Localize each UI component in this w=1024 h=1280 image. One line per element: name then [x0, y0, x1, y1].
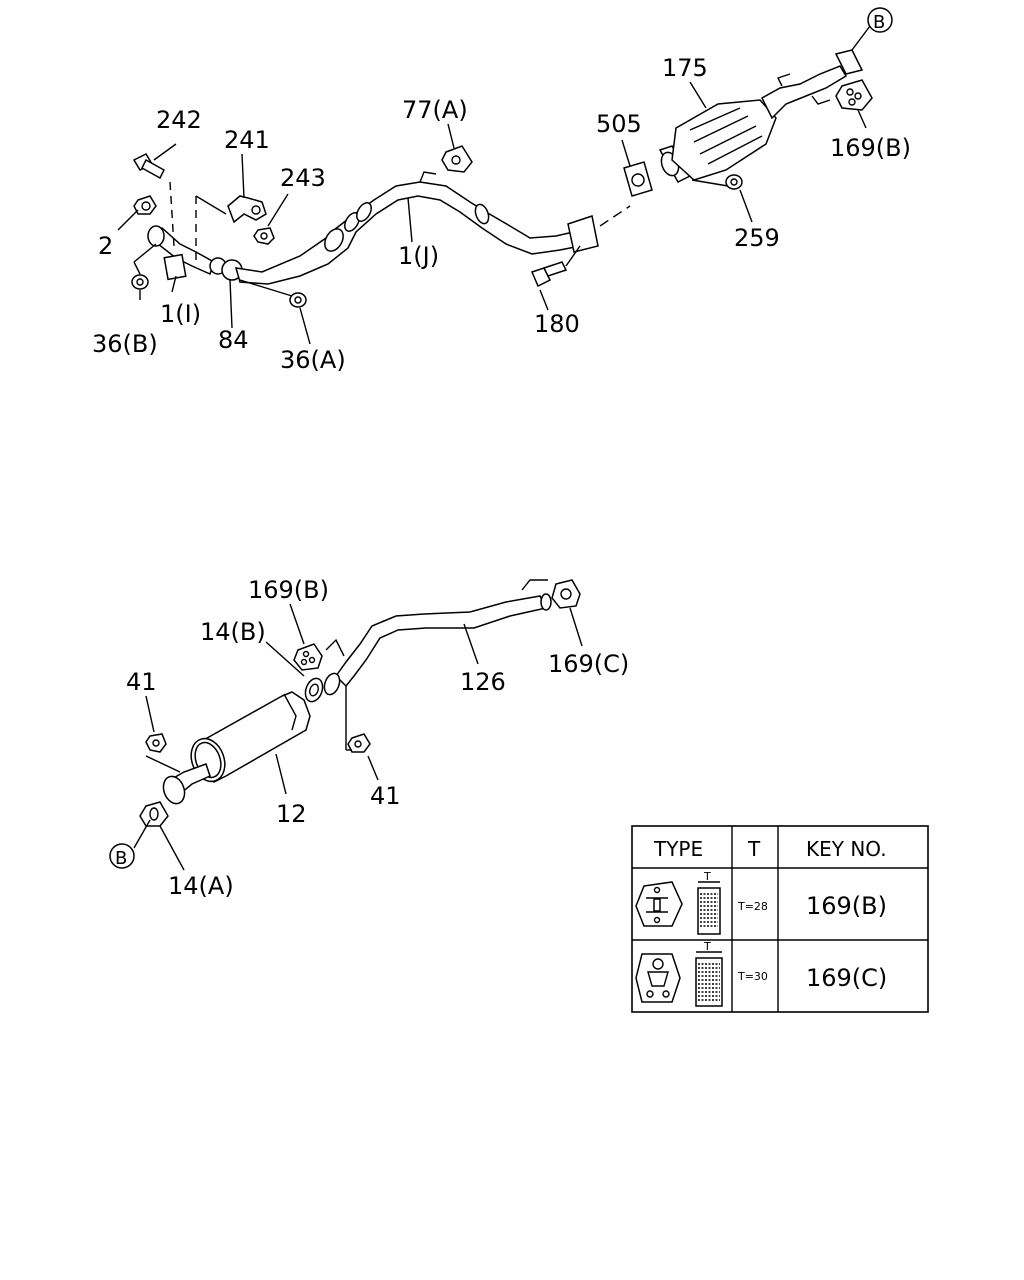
hanger-169b-mid-part: [293, 643, 323, 671]
label-77a: 77(A): [402, 96, 468, 124]
top-leader-lines: [117, 25, 871, 345]
label-14a: 14(A): [168, 872, 234, 900]
bolt-242-part: [132, 153, 165, 180]
nut-41-left-part: [145, 733, 167, 753]
label-b-bottom: B: [115, 848, 127, 869]
nut-259-part: [725, 174, 743, 190]
nut-2-part: [133, 195, 157, 215]
label-36b: 36(B): [92, 330, 158, 358]
label-169b-mid: 169(B): [248, 576, 329, 604]
gasket-505-part: [623, 161, 653, 197]
label-41-left: 41: [126, 668, 157, 696]
label-1i: 1(I): [160, 300, 201, 328]
label-b-top: B: [873, 12, 885, 33]
label-36a: 36(A): [280, 346, 346, 374]
label-241: 241: [224, 126, 270, 154]
hanger-169b-top-part: [835, 79, 873, 111]
gasket-14a-part: [139, 801, 169, 827]
label-14b: 14(B): [200, 618, 266, 646]
hanger-type-b-icon: [635, 881, 683, 927]
bolt-180-part: [530, 261, 568, 288]
reference-b-top-circle: [867, 7, 893, 33]
bracket-241-part: [227, 195, 267, 224]
label-243: 243: [280, 164, 326, 192]
hanger-type-c-icon: [635, 953, 681, 1003]
table-header-key-no: KEY NO.: [806, 837, 887, 861]
nut-243-part: [253, 227, 275, 245]
label-169b-top: 169(B): [830, 134, 911, 162]
label-169c: 169(C): [548, 650, 629, 678]
nut-41-right-part: [347, 733, 371, 753]
bottom-leader-lines: [133, 603, 583, 871]
label-2: 2: [98, 232, 113, 260]
label-505: 505: [596, 110, 642, 138]
label-259: 259: [734, 224, 780, 252]
hanger-type-table: TYPE T KEY NO. T T=28 169(B): [631, 825, 929, 1013]
front-exhaust-assembly: [117, 25, 873, 345]
label-126: 126: [460, 668, 506, 696]
hanger-169c-part: [551, 579, 581, 609]
row2-key-no: 169(C): [806, 964, 887, 992]
label-41-right: 41: [370, 782, 401, 810]
label-12: 12: [276, 800, 307, 828]
label-180: 180: [534, 310, 580, 338]
middle-pipe-part: [234, 171, 599, 285]
row1-key-no: 169(B): [806, 892, 887, 920]
hanger-thickness-c-icon: [695, 951, 723, 1007]
hanger-thickness-b-icon: [697, 881, 721, 935]
row1-t-value: T=28: [737, 900, 768, 913]
hanger-77a-part: [441, 145, 473, 173]
label-242: 242: [156, 106, 202, 134]
tail-pipe-part: [325, 579, 552, 688]
reference-b-bottom-circle: [109, 843, 135, 869]
label-1j: 1(J): [398, 242, 439, 270]
table-header-type: TYPE: [653, 837, 703, 861]
row2-t-symbol: T: [703, 940, 711, 953]
washer-36b-part: [131, 274, 149, 290]
row2-t-value: T=30: [737, 970, 768, 983]
callout-labels: 242 241 243 2 1(I) 84 36(B) 36(A) 77(A) …: [92, 7, 911, 900]
catalytic-converter-part: [658, 49, 864, 183]
table-header-t: T: [747, 837, 761, 861]
washer-36a-part: [289, 292, 307, 308]
label-84: 84: [218, 326, 249, 354]
row1-t-symbol: T: [703, 870, 711, 883]
front-pipe-part: [147, 225, 243, 281]
label-175: 175: [662, 54, 708, 82]
rear-exhaust-assembly: [133, 579, 583, 871]
gasket-14b-part: [304, 677, 324, 703]
